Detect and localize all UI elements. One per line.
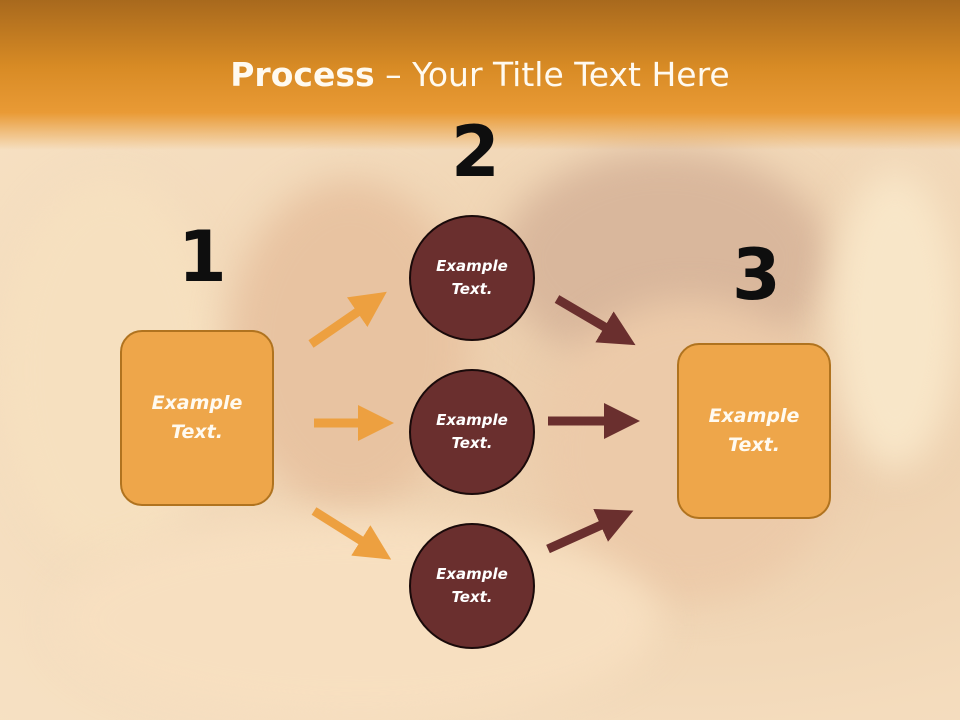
circle-bottom-line2: Text. xyxy=(451,588,493,606)
step-number-2: 2 xyxy=(451,111,500,193)
slide-title: Process – Your Title Text Here xyxy=(0,55,960,94)
input-box-line1: Example xyxy=(151,392,243,414)
output-box-line1: Example xyxy=(708,405,800,427)
arrow-left-to-bottom xyxy=(311,507,392,560)
circle-top-line2: Text. xyxy=(451,280,493,298)
title-bar xyxy=(0,0,960,150)
title-rest: – Your Title Text Here xyxy=(374,55,730,94)
step-number-1: 1 xyxy=(178,216,227,298)
title-bold: Process xyxy=(230,55,375,94)
circle-middle-line1: Example xyxy=(436,411,508,429)
circle-bottom-line1: Example xyxy=(436,565,508,583)
arrow-top-to-right xyxy=(554,295,636,346)
arrow-left-to-top xyxy=(308,291,387,348)
arrow-bottom-to-right xyxy=(546,508,634,554)
input-box-line2: Text. xyxy=(171,421,223,443)
circle-top-line1: Example xyxy=(436,257,508,275)
step-number-3: 3 xyxy=(732,234,781,316)
output-box-line2: Text. xyxy=(728,434,780,456)
circle-middle-line2: Text. xyxy=(451,434,493,452)
